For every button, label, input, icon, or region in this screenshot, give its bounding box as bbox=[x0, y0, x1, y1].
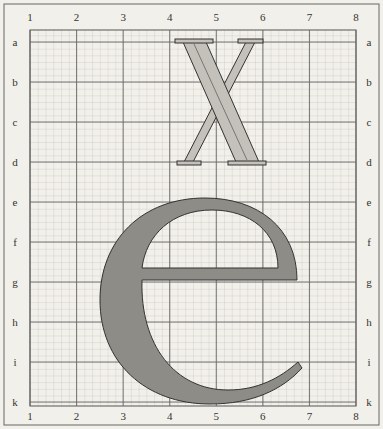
column-number: 8 bbox=[353, 411, 359, 422]
column-number: 6 bbox=[260, 411, 266, 422]
fine-grid bbox=[30, 30, 356, 406]
row-letter: b bbox=[12, 77, 18, 88]
column-number: 1 bbox=[27, 12, 33, 23]
row-letter: f bbox=[367, 237, 371, 248]
row-letter: e bbox=[13, 197, 18, 208]
column-number: 7 bbox=[307, 12, 313, 23]
row-letter: i bbox=[367, 357, 370, 368]
column-number: 4 bbox=[167, 411, 173, 422]
column-number: 8 bbox=[353, 12, 359, 23]
column-number: 7 bbox=[307, 411, 313, 422]
column-number: 5 bbox=[214, 411, 220, 422]
column-number: 2 bbox=[74, 12, 80, 23]
row-letter: c bbox=[13, 117, 18, 128]
letter-e bbox=[100, 198, 302, 404]
row-letter: h bbox=[12, 317, 18, 328]
column-number: 3 bbox=[120, 12, 126, 23]
letter-x bbox=[175, 39, 266, 165]
row-letter: h bbox=[366, 317, 372, 328]
row-letter: a bbox=[367, 37, 372, 48]
column-number: 1 bbox=[27, 411, 33, 422]
row-letter: k bbox=[12, 397, 18, 408]
column-number: 3 bbox=[120, 411, 126, 422]
row-letter: a bbox=[13, 37, 18, 48]
outer-frame bbox=[4, 4, 379, 425]
row-letter: g bbox=[12, 277, 18, 288]
row-letter: d bbox=[366, 157, 372, 168]
row-letter: i bbox=[13, 357, 16, 368]
column-number: 5 bbox=[214, 12, 220, 23]
row-letter: f bbox=[13, 237, 17, 248]
row-letter: c bbox=[367, 117, 372, 128]
row-letter: e bbox=[367, 197, 372, 208]
row-letter: k bbox=[366, 397, 372, 408]
row-letter: b bbox=[366, 77, 372, 88]
column-number: 2 bbox=[74, 411, 80, 422]
row-letter: g bbox=[366, 277, 372, 288]
row-letter: d bbox=[12, 157, 18, 168]
column-number: 4 bbox=[167, 12, 173, 23]
major-grid bbox=[30, 30, 356, 406]
column-number: 6 bbox=[260, 12, 266, 23]
